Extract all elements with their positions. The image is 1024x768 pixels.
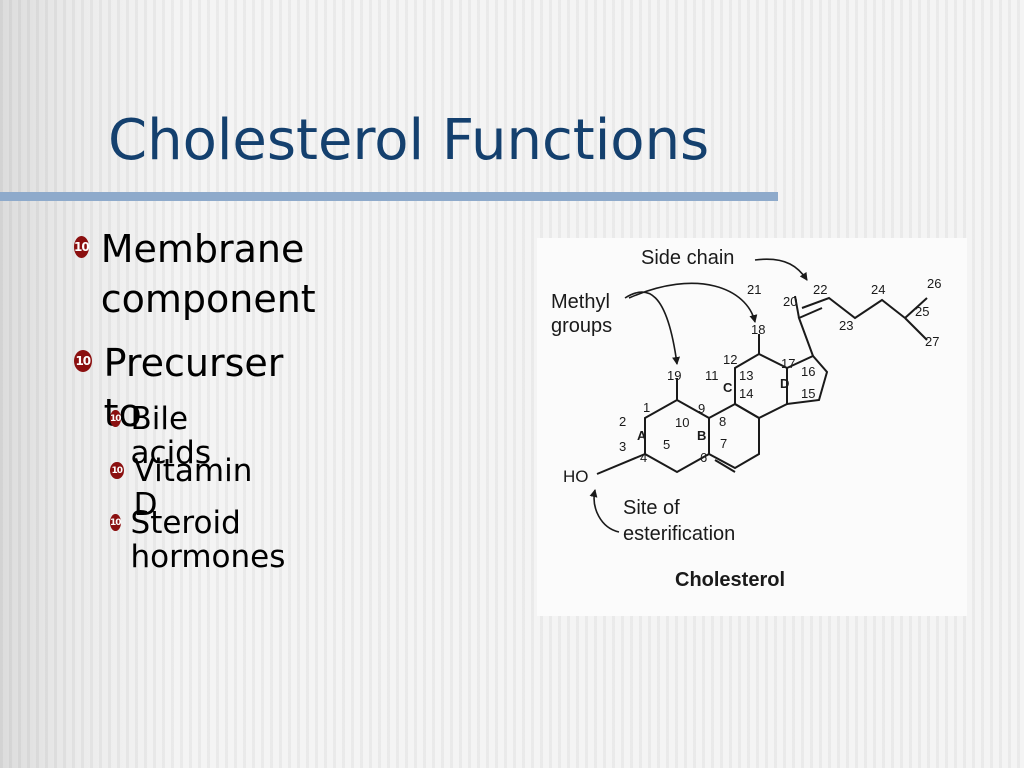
carbon-number: 7 xyxy=(720,436,727,451)
carbon-number: 6 xyxy=(700,450,707,465)
ring-letter-a: A xyxy=(637,428,647,443)
sub-bullet-item: 10 Steroid hormones xyxy=(110,506,292,574)
ring-letter-d: D xyxy=(780,376,789,391)
circled-number-ten-icon: 10 xyxy=(110,410,121,427)
circled-number-ten-icon: 10 xyxy=(74,236,90,258)
ring-letter-b: B xyxy=(697,428,706,443)
molecule-bonds xyxy=(596,295,928,475)
cholesterol-structure-diagram: Side chain Methyl groups Site of esterif… xyxy=(537,238,967,616)
site-label-line-2: esterification xyxy=(623,523,735,545)
carbon-number: 15 xyxy=(801,386,815,401)
methyl-label: Methyl groups xyxy=(551,291,615,337)
bullet-text: Membrane component xyxy=(100,227,316,321)
carbon-number: 24 xyxy=(871,282,885,297)
bullet-item: 10 Membrane component xyxy=(74,224,374,324)
carbon-number: 4 xyxy=(640,450,647,465)
carbon-number: 27 xyxy=(925,334,939,349)
site-label-line-1: Site of xyxy=(623,497,680,519)
carbon-number: 16 xyxy=(801,364,815,379)
ring-letters: A B C D xyxy=(637,376,789,443)
carbon-number: 12 xyxy=(723,352,737,367)
ho-label: HO xyxy=(563,467,589,486)
slide-title: Cholesterol Functions xyxy=(108,108,710,173)
carbon-number: 14 xyxy=(739,386,753,401)
circled-number-ten-icon: 10 xyxy=(110,462,124,479)
bullet-text: Bile acids xyxy=(130,401,212,471)
carbon-number: 9 xyxy=(698,401,705,416)
carbon-number: 25 xyxy=(915,304,929,319)
methyl-label-line-1: Methyl xyxy=(551,291,610,313)
carbon-number: 8 xyxy=(719,414,726,429)
carbon-number: 20 xyxy=(783,294,797,309)
carbon-number: 1 xyxy=(643,400,650,415)
carbon-number: 2 xyxy=(619,414,626,429)
bullet-text: Steroid hormones xyxy=(130,505,286,575)
circled-number-ten-icon: 10 xyxy=(74,350,92,372)
circled-number-ten-icon: 10 xyxy=(110,514,121,531)
carbon-number: 18 xyxy=(751,322,765,337)
side-chain-label: Side chain xyxy=(641,247,734,269)
title-divider xyxy=(0,192,778,201)
carbon-number: 17 xyxy=(781,356,795,371)
carbon-number: 26 xyxy=(927,276,941,291)
annotation-arrows xyxy=(589,258,808,533)
structure-svg: Side chain Methyl groups Site of esterif… xyxy=(551,247,941,591)
carbon-number: 19 xyxy=(667,368,681,383)
methyl-label-line-2: groups xyxy=(551,315,612,337)
carbon-number: 10 xyxy=(675,415,689,430)
carbon-number: 22 xyxy=(813,282,827,297)
carbon-number: 3 xyxy=(619,439,626,454)
carbon-number: 21 xyxy=(747,282,761,297)
diagram-caption: Cholesterol xyxy=(675,569,785,591)
carbon-number: 11 xyxy=(705,368,719,383)
carbon-number: 13 xyxy=(739,368,753,383)
bullet-text: Vitamin D xyxy=(133,453,253,523)
bullet-text: Precurser to xyxy=(103,341,284,435)
bullet-item: 10 Precurser to xyxy=(74,338,288,438)
sub-bullet-item: 10 Vitamin D xyxy=(110,454,256,522)
sub-bullet-item: 10 Bile acids xyxy=(110,402,217,470)
site-label: Site of esterification xyxy=(623,497,735,545)
carbon-number: 23 xyxy=(839,318,853,333)
carbon-number: 5 xyxy=(663,437,670,452)
ring-letter-c: C xyxy=(723,380,733,395)
carbon-numbers: 1 2 3 4 5 6 7 8 9 10 11 12 13 14 15 16 1… xyxy=(619,276,941,465)
